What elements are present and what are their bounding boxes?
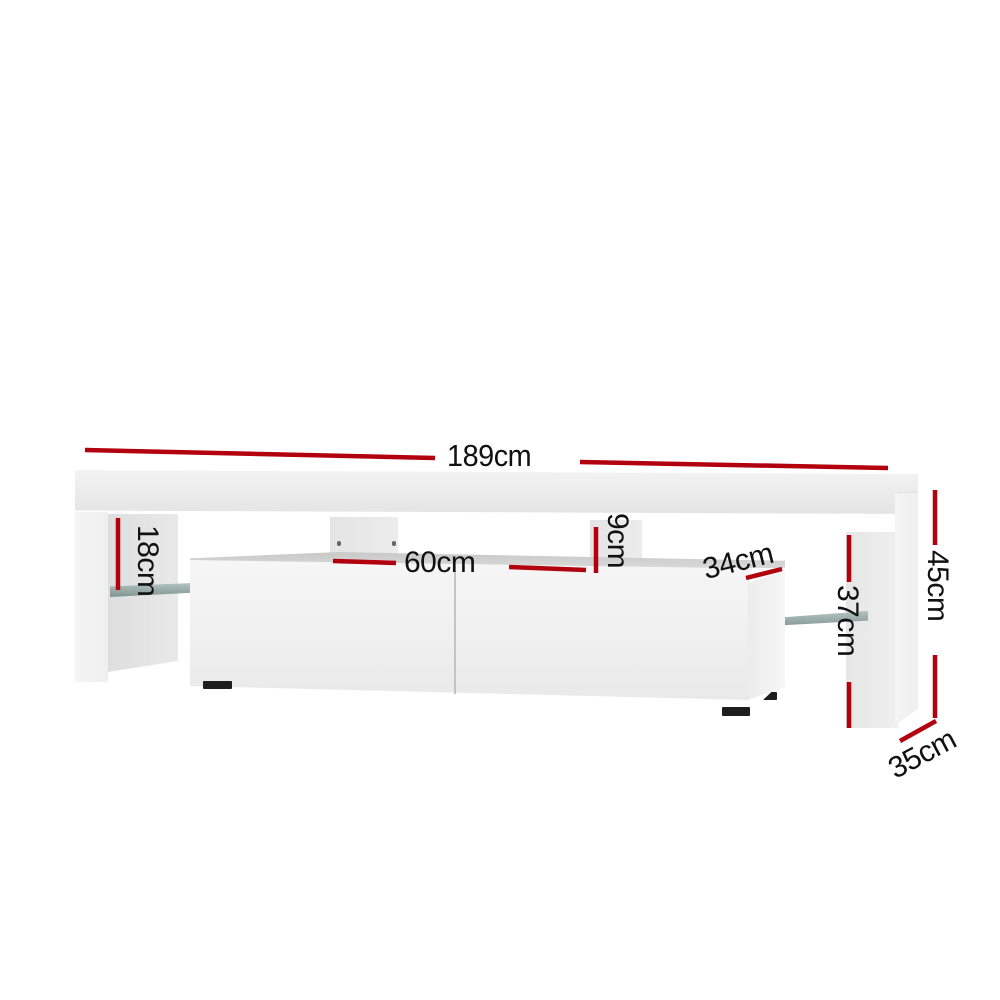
top-slab bbox=[75, 470, 918, 514]
overall-depth-line bbox=[898, 719, 938, 743]
cabinet-side bbox=[748, 570, 785, 700]
foot-front-left bbox=[203, 681, 232, 689]
right-leg-side bbox=[846, 532, 898, 728]
left-glass-shelf bbox=[110, 583, 192, 597]
cubby-width-line-left bbox=[332, 558, 397, 566]
cubby-width-line-right bbox=[508, 564, 587, 573]
label-cubby-width: 60cm bbox=[404, 546, 476, 579]
label-cabinet-height: 37cm bbox=[831, 585, 864, 657]
width-line-right bbox=[579, 459, 889, 471]
cubby-screw-right bbox=[392, 541, 396, 546]
door-divider bbox=[454, 570, 456, 694]
foot-back-right bbox=[763, 692, 777, 700]
label-shelf-clearance: 18cm bbox=[131, 525, 164, 597]
label-cubby-height: 9cm bbox=[601, 513, 634, 569]
cubby-screw-left bbox=[337, 541, 341, 546]
right-leg-front bbox=[895, 493, 918, 725]
width-line-left bbox=[84, 447, 436, 461]
left-leg-front bbox=[75, 512, 108, 682]
foot-front-right bbox=[722, 707, 750, 716]
label-overall-height: 45cm bbox=[921, 550, 954, 622]
cabinet-front bbox=[190, 560, 750, 700]
label-overall-width: 189cm bbox=[447, 438, 532, 473]
cabinet-depth-line bbox=[745, 566, 783, 581]
